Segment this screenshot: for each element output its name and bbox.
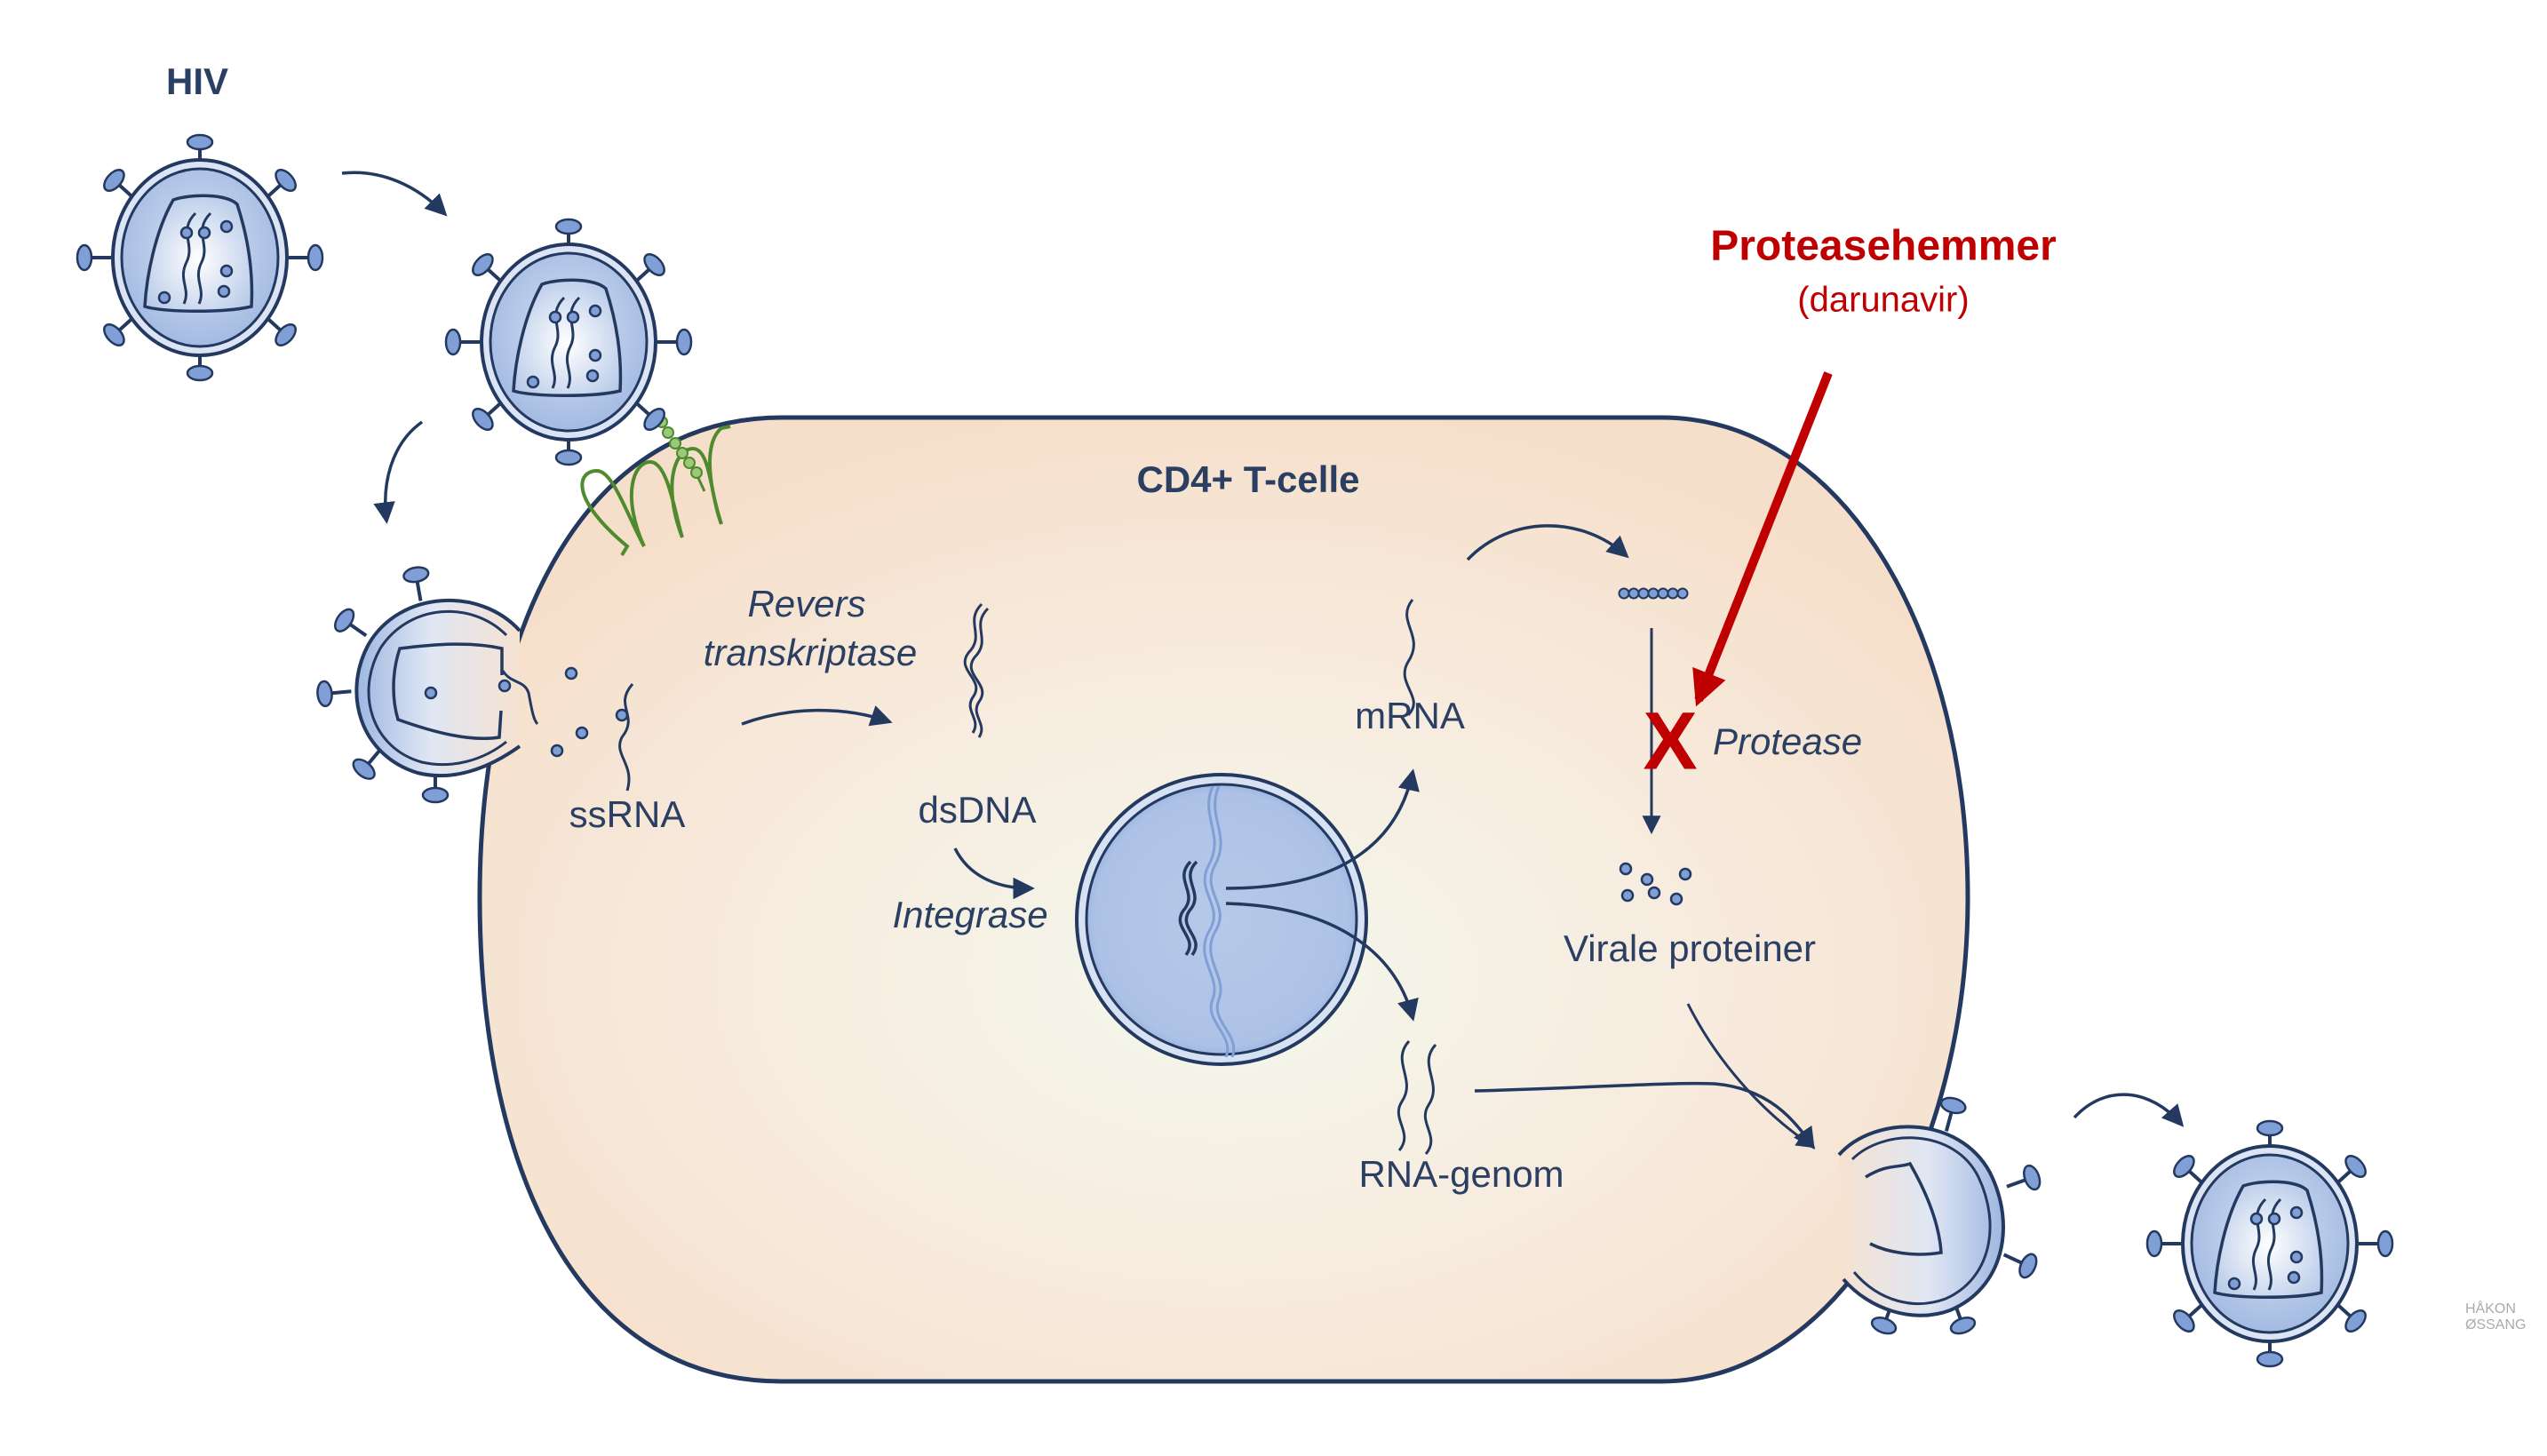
- reverse-transcriptase-label-line1: Revers: [747, 583, 866, 625]
- arrow-virus-to-fusion: [373, 420, 424, 524]
- arrow-translation: [1466, 524, 1629, 561]
- arrow-reverse-transcription: [741, 705, 893, 727]
- cd4-receptor: [580, 425, 731, 557]
- protease-inhibitor-drug: (darunavir): [1797, 280, 1970, 320]
- arrow-genome-to-assembly: [1474, 1081, 1815, 1150]
- mrna-strand: [1403, 599, 1415, 717]
- arrow-integration: [953, 847, 1035, 900]
- arrow-transcription-rna-genome: [1225, 902, 1419, 1022]
- nucleus: [1075, 773, 1368, 1066]
- dsdna-strand: [963, 602, 990, 738]
- reverse-transcriptase-label-line2: transkriptase: [703, 632, 918, 673]
- mrna-label: mRNA: [1355, 695, 1465, 736]
- viral-proteins-label: Virale proteiner: [1563, 927, 1817, 969]
- arrow-transcription-mrna: [1225, 768, 1420, 890]
- protease-inhibitor-title: Proteasehemmer: [1710, 222, 2057, 270]
- hiv-virion-budding: [1837, 1094, 2045, 1339]
- integrase-label: Integrase: [892, 894, 1048, 935]
- inhibitor-arrow: [1692, 371, 1833, 707]
- cd4-receptor-beads: [656, 416, 706, 492]
- hiv-virion-mature: [2145, 1119, 2394, 1368]
- arrow-proteins-to-assembly: [1686, 1003, 1816, 1149]
- released-capsid-contents: [497, 666, 589, 758]
- hiv-virion-free: [76, 133, 324, 382]
- signature-line2: ØSSANG: [2465, 1317, 2527, 1333]
- arrow-release: [2073, 1093, 2185, 1127]
- protease-label: Protease: [1712, 720, 1863, 762]
- hiv-label: HIV: [165, 60, 229, 102]
- block-x-icon: X: [1643, 696, 1698, 787]
- artist-signature: HÅKON ØSSANG: [2465, 1301, 2526, 1333]
- viral-protein-dots: [1619, 862, 1692, 906]
- ssrna-label: ssRNA: [569, 793, 686, 835]
- hiv-virion-fusing: [314, 563, 521, 804]
- arrow-virus-approach: [341, 171, 448, 217]
- rna-genome-label: RNA-genom: [1358, 1153, 1564, 1195]
- cell-label: CD4+ T-celle: [1136, 458, 1360, 500]
- ssrna-strand: [615, 683, 634, 792]
- dsdna-label: dsDNA: [918, 789, 1037, 831]
- polyprotein-chain: [1618, 587, 1689, 600]
- hiv-virion-binding: [444, 218, 693, 466]
- rna-genome-strands: [1397, 1039, 1437, 1155]
- signature-line1: HÅKON: [2465, 1301, 2516, 1317]
